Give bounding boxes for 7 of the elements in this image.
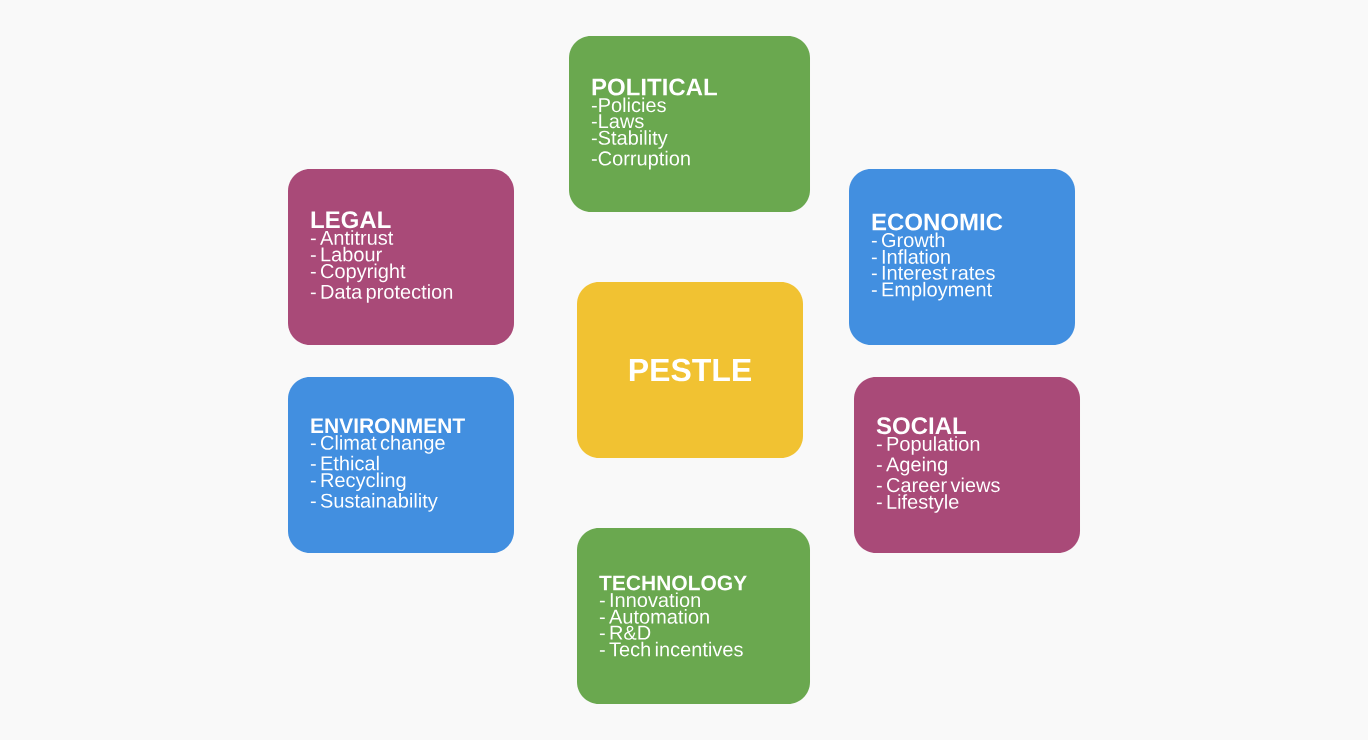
category-box: SOCIAL - Population - Ageing - Career views - Lifestyle <box>854 377 1080 553</box>
center-box: PESTLE <box>577 282 803 458</box>
category-box: ECONOMIC - Growth - Inflation - Interest rates - Employment <box>849 169 1075 345</box>
category-box: TECHNOLOGY - Innovation - Automation - R&D - Tech incentives <box>577 528 810 704</box>
category-box: POLITICAL -Policies -Laws -Stability -Corruption <box>569 36 810 212</box>
category-box: ENVIRONMENT - Climat change - Ethical - Recycling - Sustainability <box>288 377 514 553</box>
category-box: LEGAL - Antitrust - Labour - Copyright - Data protection <box>288 169 514 345</box>
